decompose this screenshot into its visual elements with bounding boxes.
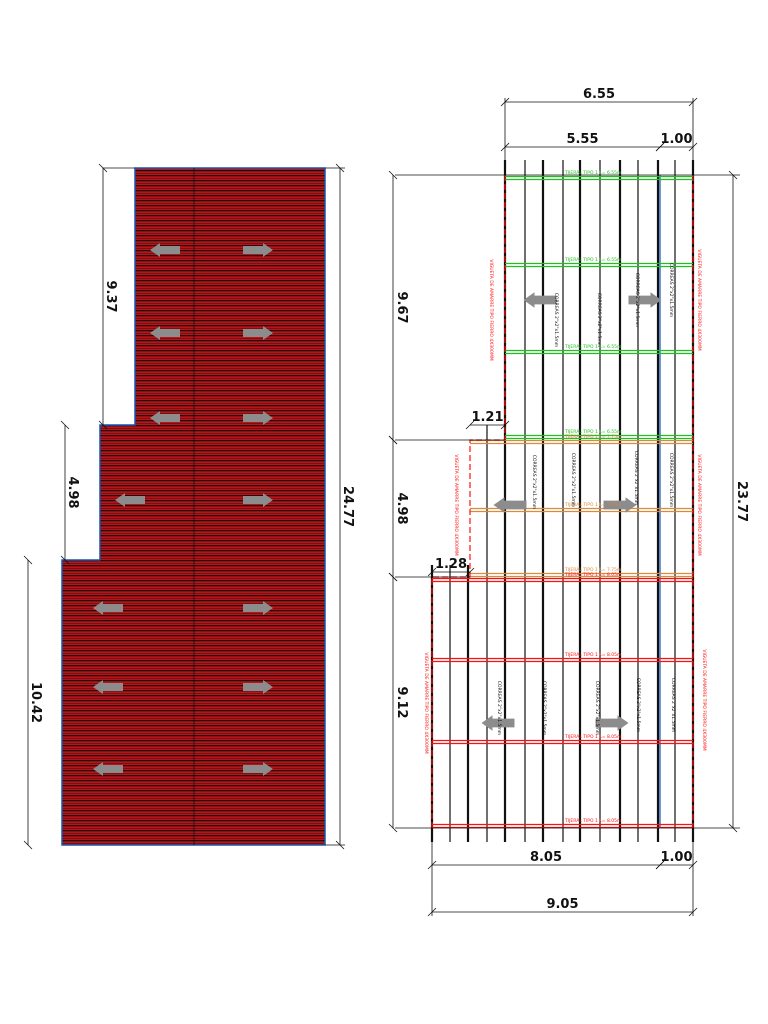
tie-beam-label: VIGUETA DE AMARRE TIPO FIERRO 4X300MM xyxy=(701,649,707,750)
dimension-tick xyxy=(23,840,33,850)
truss-label: TIJERAL TIPO 1 L= 7.75m xyxy=(564,502,621,508)
arrow-left-icon xyxy=(93,762,123,776)
arrow-right-icon xyxy=(595,715,629,731)
arrow-right-icon xyxy=(243,243,273,257)
tie-beam-label: VIGUETA DE AMARRE TIPO FIERRO 4X300MM xyxy=(696,249,702,350)
arrow-left-icon xyxy=(481,715,515,731)
truss-label: TIJERAL TIPO 1 L= 8.05m xyxy=(564,572,621,578)
dimension-tick xyxy=(465,420,475,430)
arrow-right-icon xyxy=(243,601,273,615)
dimension-tick xyxy=(23,555,33,565)
tie-beam-label: VIGUETA DE AMARRE TIPO FIERRO 4X300MM xyxy=(453,454,459,555)
dimension-label: 1.00 xyxy=(660,850,692,865)
dimension-tick xyxy=(465,567,475,577)
dimension-tick xyxy=(500,420,510,430)
dimension-tick xyxy=(728,170,738,180)
dimension-tick xyxy=(388,823,398,833)
truss-label: TIJERAL TIPO 1 L= 6.55m xyxy=(564,429,621,435)
dimension-label: 6.55 xyxy=(583,87,615,102)
purlin-label: CORREAS 2"x2"x1.5mm xyxy=(596,293,602,347)
dimension-label: 4.98 xyxy=(65,476,80,508)
truss-label: TIJERAL TIPO 1 L= 7.75m xyxy=(564,567,621,573)
dimension-tick xyxy=(427,567,437,577)
dimension-label: 1.28 xyxy=(435,557,467,572)
dimension-tick xyxy=(60,555,70,565)
dimension-tick xyxy=(98,420,108,430)
arrow-left-icon xyxy=(150,243,180,257)
arrow-left-icon xyxy=(115,493,145,507)
left-roof-plan xyxy=(61,167,326,846)
tie-beam-edge xyxy=(431,175,506,828)
right-structure-plan xyxy=(395,160,740,842)
dimension-label: 23.77 xyxy=(734,481,749,522)
purlin-label: CORREAS 2"x2"x1.5mm xyxy=(553,293,559,347)
purlin-label: CORREAS 2"x2"x1.5mm xyxy=(496,681,502,735)
truss-label: TIJERAL TIPO 1 L= 6.55m xyxy=(564,257,621,263)
arrow-right-icon xyxy=(628,292,662,308)
purlin-label: CORREAS 2"x2"x1.5mm xyxy=(634,273,640,327)
tie-beam-label: VIGUETA DE AMARRE TIPO FIERRO 4X300MM xyxy=(696,454,702,555)
dimension-tick xyxy=(655,142,665,152)
truss-label: TIJERAL TIPO 1 L= 7.75m xyxy=(564,434,621,440)
purlin-label: CORREAS 2"x2"x1.5mm xyxy=(668,453,674,507)
arrow-left-icon xyxy=(523,292,557,308)
dimension-tick xyxy=(728,823,738,833)
roof-cladding xyxy=(61,167,326,846)
dimension-tick xyxy=(60,420,70,430)
dimension-label: 24.77 xyxy=(340,486,355,527)
arrow-left-icon xyxy=(93,680,123,694)
dimension-tick xyxy=(388,170,398,180)
arrow-left-icon xyxy=(93,601,123,615)
arrow-right-icon xyxy=(243,680,273,694)
dimension-label: 8.05 xyxy=(530,850,562,865)
arrow-left-icon xyxy=(150,326,180,340)
arrow-right-icon xyxy=(243,762,273,776)
dimension-label: 5.55 xyxy=(566,132,598,147)
dimension-label: 9.37 xyxy=(103,280,118,312)
dimension-label: 9.05 xyxy=(546,897,578,912)
arrow-left-icon xyxy=(150,411,180,425)
dimension-label: 9.12 xyxy=(394,686,409,718)
arrow-right-icon xyxy=(243,326,273,340)
arrow-right-icon xyxy=(603,497,637,513)
arrow-right-icon xyxy=(243,493,273,507)
purlin-label: CORREAS 2"x2"x1.5mm xyxy=(668,263,674,317)
tie-beam-label: VIGUETA DE AMARRE TIPO FIERRO 4X300MM xyxy=(488,259,494,360)
arrow-right-icon xyxy=(243,411,273,425)
purlin-label: CORREAS 2"x2"x1.5mm xyxy=(531,455,537,509)
truss-label: TIJERAL TIPO 1 L= 6.55m xyxy=(564,170,621,176)
purlin-label: CORREAS 2"x2"x1.5mm xyxy=(541,681,547,735)
truss-label: TIJERAL TIPO 1 L= 8.05m xyxy=(564,652,621,658)
dimension-label: 10.42 xyxy=(28,682,43,723)
dimension-tick xyxy=(388,572,398,582)
dimension-label: 1.00 xyxy=(660,132,692,147)
purlin-label: CORREAS 2"x2"x1.5mm xyxy=(633,451,639,505)
tie-beam-label: VIGUETA DE AMARRE TIPO FIERRO 4X300MM xyxy=(423,652,429,753)
dimensions: 9.37 4.98 10.42 24.77 9.67 4.98 9.12 23.77 6.55 5… xyxy=(23,87,749,917)
truss-label: TIJERAL TIPO 1 L= 6.55m xyxy=(564,344,621,350)
truss-label: TIJERAL TIPO 1 L= 8.05m xyxy=(564,818,621,824)
purlin-label: CORREAS 2"x2"x1.5mm xyxy=(635,678,641,732)
dimension-label: 1.21 xyxy=(471,410,503,425)
truss-label: TIJERAL TIPO 1 L= 8.05m xyxy=(564,734,621,740)
purlin-label: CORREAS 2"x2"x1.5mm xyxy=(570,453,576,507)
arrow-left-icon xyxy=(493,497,527,513)
dimension-tick xyxy=(388,435,398,445)
dimension-label: 9.67 xyxy=(394,291,409,323)
dimension-tick xyxy=(655,860,665,870)
dimension-label: 4.98 xyxy=(394,492,409,524)
purlin-label: CORREAS 2"x2"x1.5mm xyxy=(670,678,676,732)
purlin-label: CORREAS 2"x2"x1.5mm xyxy=(594,681,600,735)
